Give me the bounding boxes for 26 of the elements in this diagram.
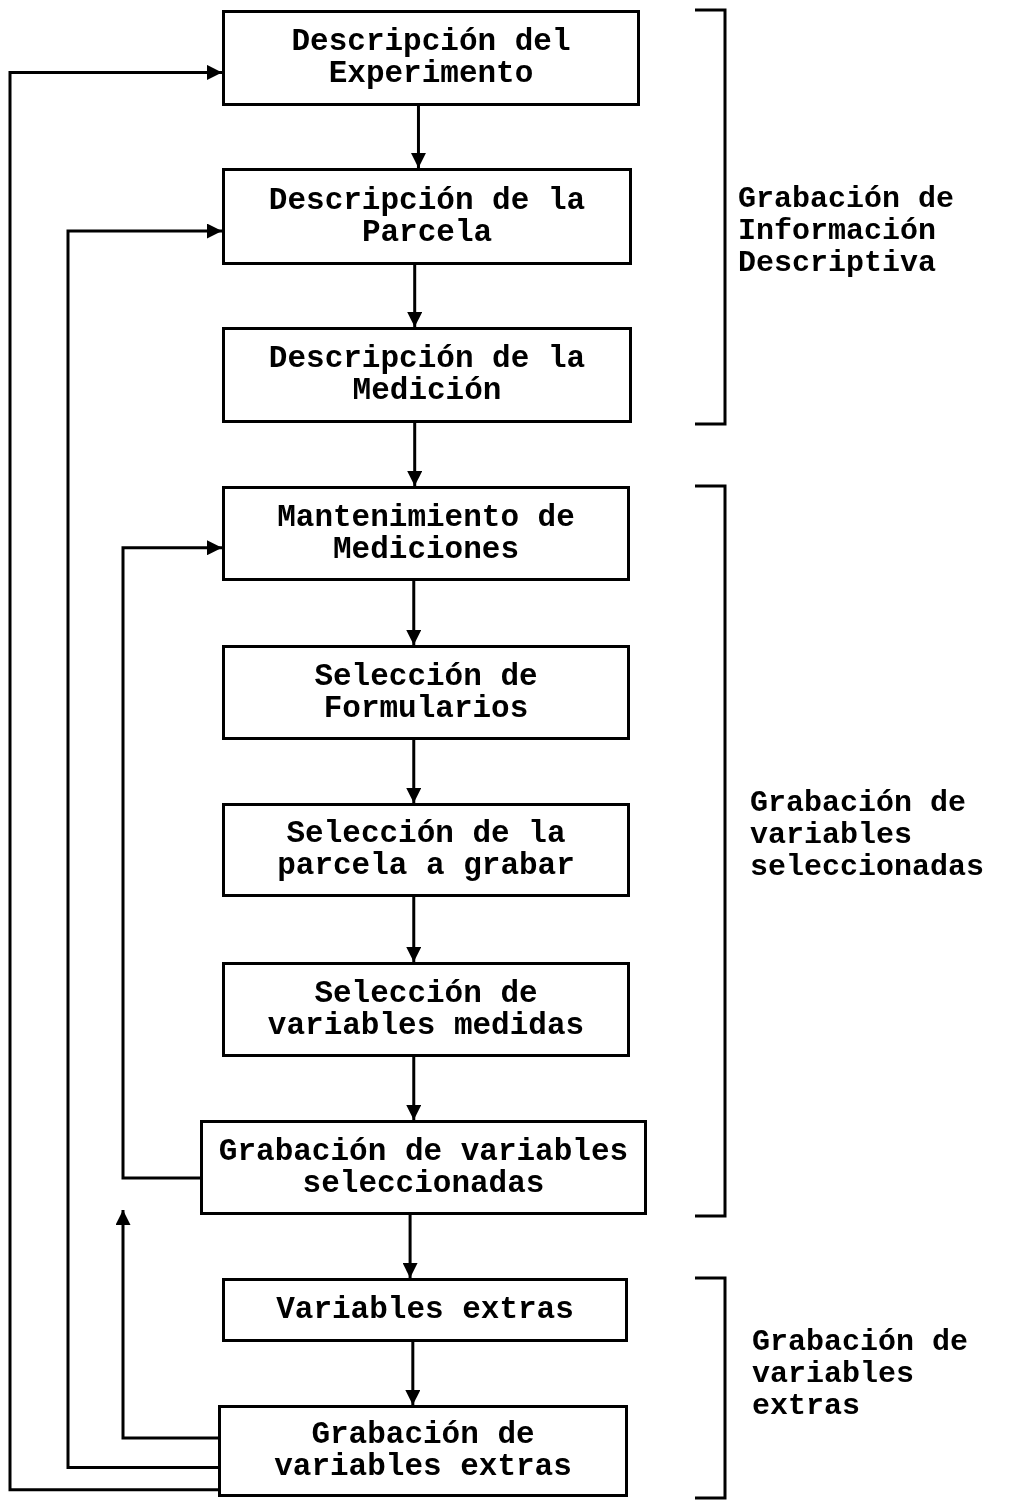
arrow: [66, 223, 222, 1470]
arrow: [402, 1215, 418, 1278]
arrow: [406, 740, 422, 803]
arrow: [407, 265, 423, 327]
process-box: Mantenimiento de Mediciones: [222, 486, 630, 581]
process-box: Selección de Formularios: [222, 645, 630, 740]
process-box: Grabación de variables extras: [218, 1405, 628, 1497]
process-box: Selección de variables medidas: [222, 962, 630, 1057]
process-box: Grabación de variables seleccionadas: [200, 1120, 647, 1215]
arrow: [115, 1210, 218, 1440]
arrow: [406, 897, 422, 962]
bracket-label: Grabación de variables extras: [752, 1326, 970, 1422]
arrow: [406, 1057, 422, 1120]
process-box: Variables extras: [222, 1278, 628, 1342]
process-box: Selección de la parcela a grabar: [222, 803, 630, 897]
process-box: Descripción de la Medición: [222, 327, 632, 423]
arrow: [405, 1342, 421, 1405]
arrow: [406, 581, 422, 645]
arrow: [410, 106, 426, 168]
arrow: [407, 423, 423, 486]
arrow: [121, 540, 222, 1180]
arrow: [8, 64, 222, 1492]
process-box: Descripción del Experimento: [222, 10, 640, 106]
process-box: Descripción de la Parcela: [222, 168, 632, 265]
bracket-label: Grabación de variables seleccionadas: [750, 787, 986, 883]
bracket-label: Grabación de Información Descriptiva: [738, 183, 956, 279]
